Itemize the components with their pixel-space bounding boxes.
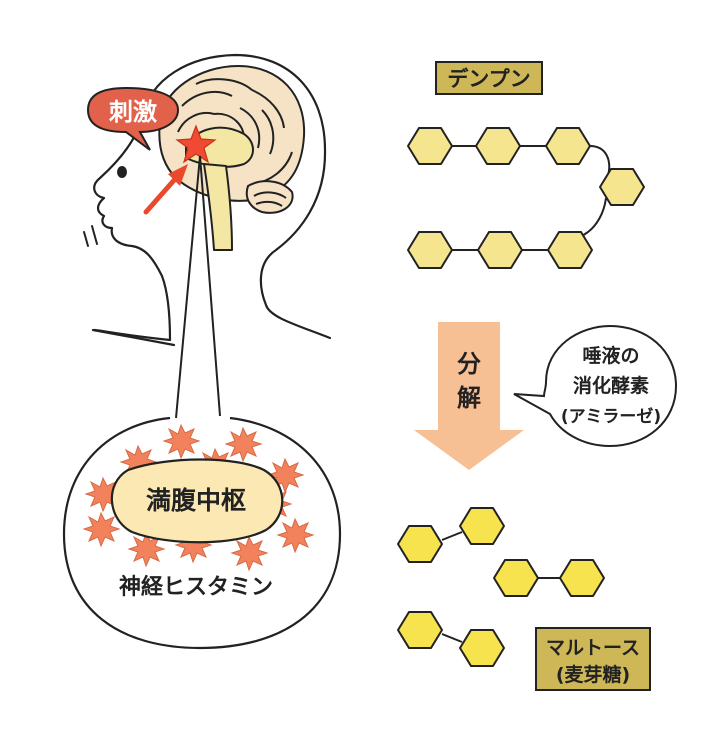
glucose-hexagon (397, 611, 443, 649)
glucose-hexagon (559, 559, 605, 597)
glucose-hexagon (397, 525, 443, 563)
starch-chain (407, 127, 645, 269)
chewing-motion-lines (83, 225, 98, 247)
maltose-label-line1: マルトース (546, 637, 640, 659)
stimulus-arrow (143, 164, 188, 215)
face-outline (93, 116, 172, 342)
glucose-hexagon (459, 507, 505, 545)
shoulder-left (91, 328, 176, 347)
star-icon (175, 124, 217, 164)
glucose-hexagon (459, 629, 505, 667)
glucose-hexagon (545, 127, 591, 165)
burst-icon (82, 511, 121, 548)
enzyme-label-line3: (アミラーゼ) (561, 406, 661, 427)
burst-icon (162, 423, 201, 460)
maltose-molecules (397, 507, 605, 667)
decomposition-arrow: 分 解 (414, 322, 524, 470)
histamine-label: 神経ヒスタミン (119, 574, 273, 600)
burst-icon (276, 517, 315, 554)
head-illustration (91, 53, 332, 347)
starch-bonds (452, 145, 611, 251)
glucose-hexagon (477, 231, 523, 269)
head-outline (140, 53, 332, 340)
maltose-label-line2: (麦芽糖) (556, 663, 630, 686)
maltose-label-box: マルトース (麦芽糖) (535, 627, 651, 691)
brain-icon (158, 65, 306, 251)
zoom-connector-lines (175, 155, 221, 419)
burst-icon (230, 535, 269, 572)
stimulus-label: 刺激 (109, 98, 157, 126)
enzyme-label-line2: 消化酵素 (573, 374, 649, 397)
decomposition-label-2: 解 (457, 384, 481, 412)
glucose-hexagon (475, 127, 521, 165)
maltose-pair (493, 559, 605, 597)
enzyme-label-line1: 唾液の (582, 344, 639, 367)
maltose-pair (397, 507, 505, 563)
glucose-hexagon (547, 231, 593, 269)
stimulus-bubble: 刺激 (86, 86, 180, 151)
glucose-hexagon (493, 559, 539, 597)
eye-icon (117, 166, 127, 178)
satiety-center-label: 満腹中枢 (146, 486, 246, 515)
enzyme-bubble: 唾液の 消化酵素 (アミラーゼ) (513, 324, 678, 448)
starch-label-box: デンプン (435, 61, 543, 95)
glucose-hexagon (599, 168, 645, 206)
glucose-hexagon (407, 127, 453, 165)
starch-label: デンプン (447, 67, 530, 91)
decomposition-label-1: 分 (457, 350, 481, 378)
satiety-center: 満腹中枢 (110, 458, 284, 544)
maltose-pair (397, 611, 505, 667)
glucose-hexagon (407, 231, 453, 269)
burst-icon (224, 426, 263, 463)
